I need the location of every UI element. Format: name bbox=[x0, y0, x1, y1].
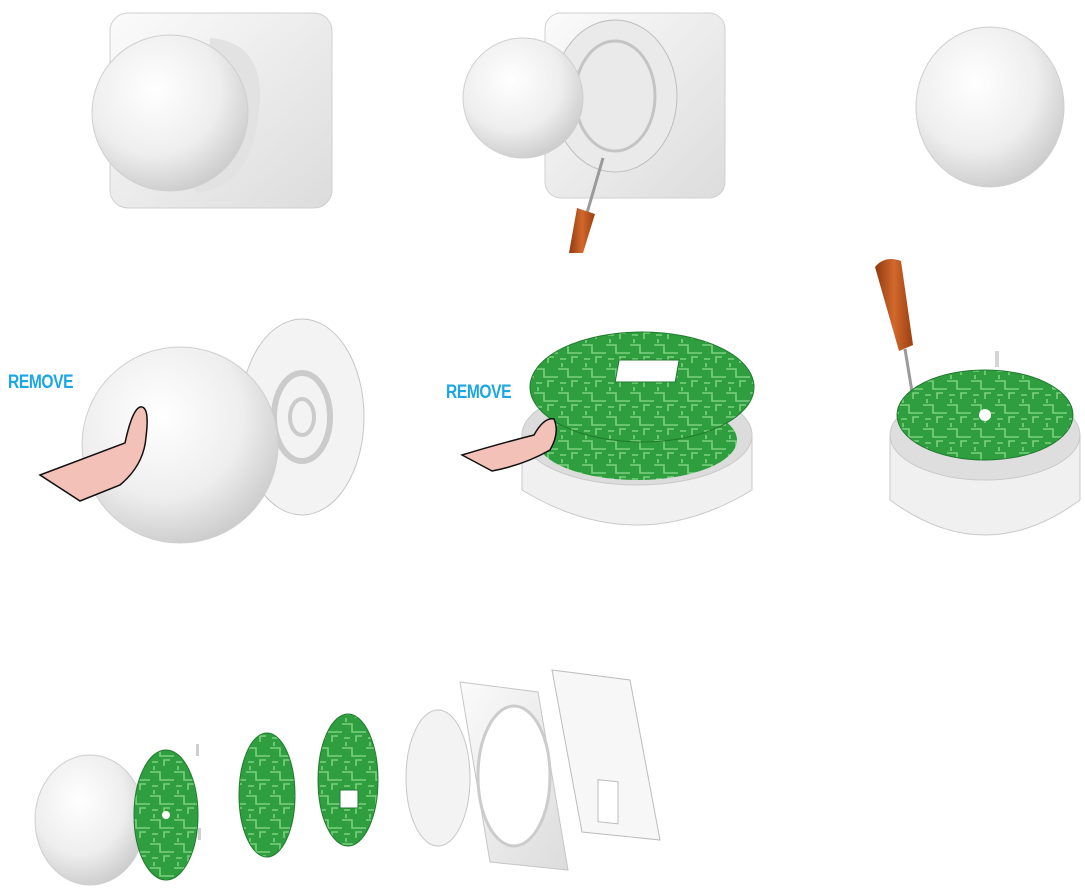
screw bbox=[196, 744, 199, 756]
dimmer-body bbox=[82, 347, 278, 543]
screw bbox=[995, 351, 999, 367]
dimmer-knob bbox=[463, 38, 583, 158]
pcb-board bbox=[530, 332, 754, 442]
step-unscrew-knob bbox=[465, 8, 730, 258]
step-unscrew-board bbox=[875, 255, 1085, 555]
dimmer-knob bbox=[35, 755, 145, 885]
screwdriver-handle bbox=[875, 259, 913, 351]
screw bbox=[198, 828, 201, 840]
step-remove-board bbox=[462, 315, 762, 555]
exploded-view bbox=[30, 670, 710, 890]
step-knob-removed bbox=[910, 20, 1070, 195]
step-assembled-dimmer bbox=[90, 8, 340, 213]
mounting-base bbox=[406, 710, 470, 846]
screwdriver-handle bbox=[569, 208, 595, 253]
pcb-board bbox=[318, 714, 378, 846]
pcb-cutout bbox=[615, 360, 679, 382]
dimmer-knob bbox=[92, 35, 248, 191]
pcb-board bbox=[239, 733, 295, 857]
dimmer-knob bbox=[916, 27, 1064, 187]
step-remove-cover bbox=[40, 315, 380, 545]
